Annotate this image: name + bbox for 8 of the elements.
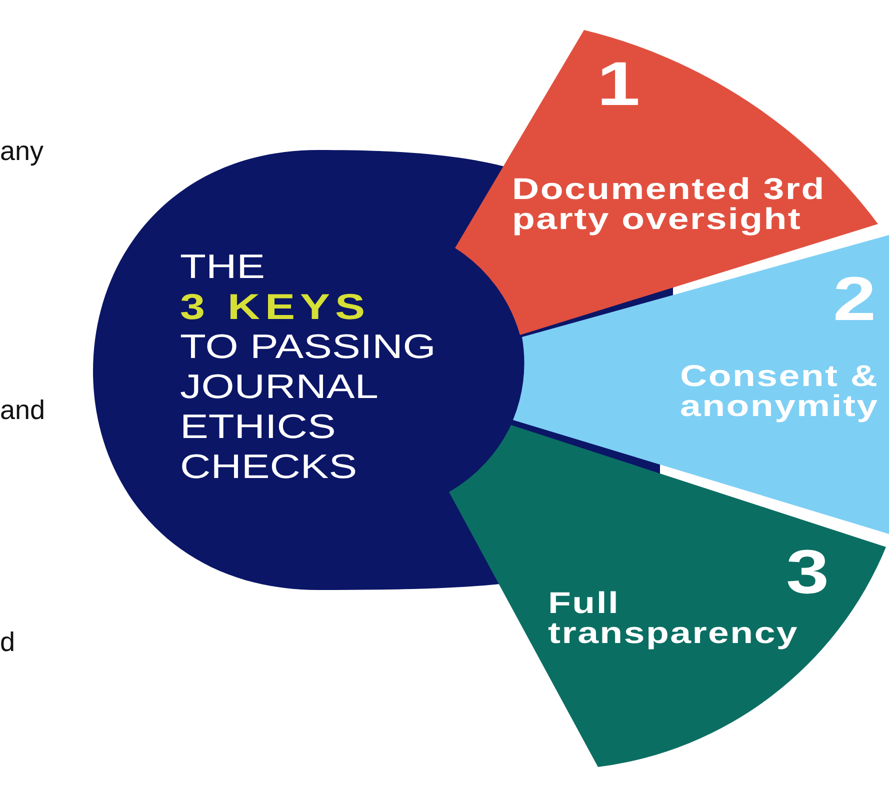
text-fragment: d: [0, 627, 16, 658]
key-label: Documented 3rd party oversight: [512, 175, 826, 235]
text-fragment: and: [0, 395, 46, 426]
step-number: 1: [597, 54, 640, 116]
text-fragment: any: [0, 136, 44, 167]
step-number: 2: [833, 269, 876, 331]
key-label: Consent & anonymity: [680, 362, 880, 422]
heading-text: THE 3 KEYS TO PASSING JOURNAL ETHICS CHECKS: [180, 247, 437, 487]
